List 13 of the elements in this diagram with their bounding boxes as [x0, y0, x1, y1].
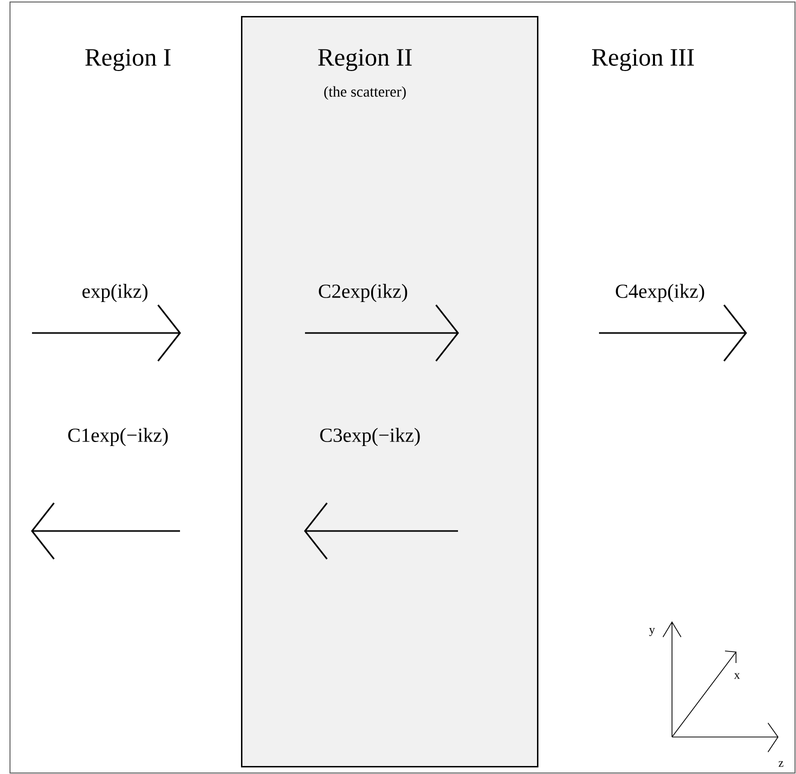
region-label: Region I — [85, 49, 171, 71]
wave-label: C2exp(ikz) — [318, 284, 408, 302]
subtitle: (the scatterer) — [324, 86, 406, 100]
axis-label: z — [778, 761, 784, 767]
scatterer-region — [241, 16, 538, 768]
region-label: Region II — [318, 49, 412, 71]
wave-label: exp(ikz) — [82, 284, 148, 302]
region-label: Region III — [592, 49, 694, 71]
wave-label: C4exp(ikz) — [616, 284, 704, 302]
axis-label: x — [734, 673, 740, 679]
wave-label: C1exp(−ikz) — [68, 428, 168, 446]
wave-label: C3exp(−ikz) — [320, 428, 420, 446]
axis-label: y — [649, 628, 655, 636]
